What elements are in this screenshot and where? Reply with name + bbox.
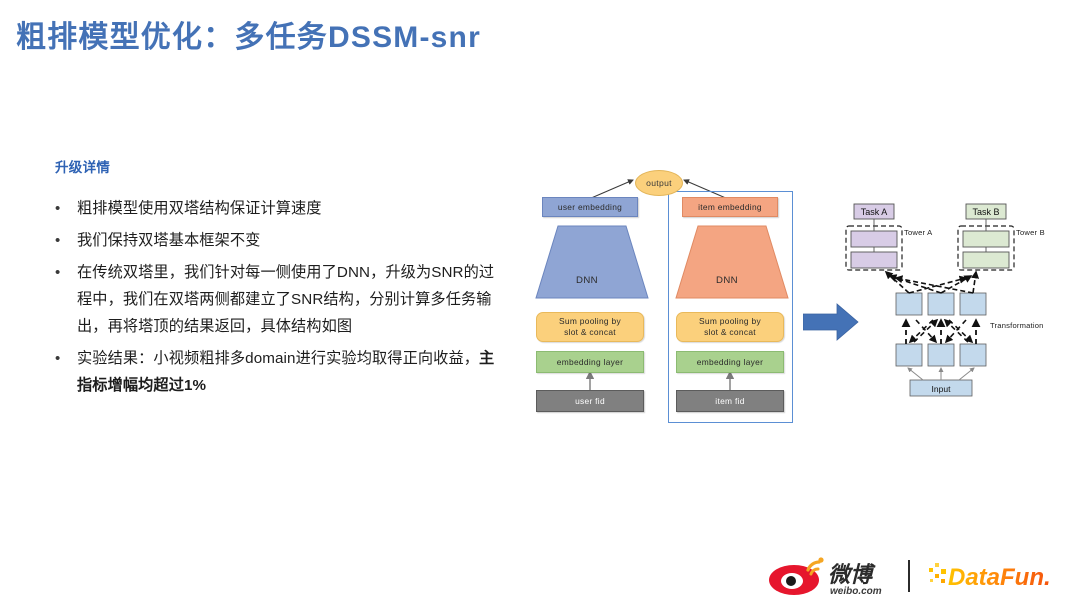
svg-text:微博: 微博: [828, 562, 876, 587]
item-dnn-trapezoid: [675, 225, 789, 299]
bullet-marker: •: [55, 350, 61, 367]
svg-text:DataFun.: DataFun.: [948, 564, 1051, 591]
svg-text:weibo.com: weibo.com: [830, 586, 882, 597]
node-item-dnn-label: DNN: [716, 275, 738, 286]
list-item: • 实验结果：小视频粗排多domain进行实验均取得正向收益，主指标增幅均超过1…: [55, 345, 505, 399]
label-transformation: Transformation: [990, 321, 1044, 330]
node-item-embedding-layer: embedding layer: [676, 351, 784, 373]
node-item-fid: item fid: [676, 390, 784, 412]
bullet-text: 粗排模型使用双塔结构保证计算速度: [77, 200, 322, 217]
footer-divider: [908, 560, 910, 592]
node-user-sum-pooling: Sum pooling by slot & concat: [536, 312, 644, 342]
snr-structure-diagram: Task A Task B Input Tower A Tower B Tran…: [838, 198, 1053, 398]
bullet-marker: •: [55, 264, 61, 281]
datafun-logo-svg: DataFun.: [929, 563, 1051, 591]
bullet-text: 我们保持双塔基本框架不变: [77, 232, 261, 249]
dssm-architecture-diagram: output user embedding DNN Sum pooling by…: [520, 160, 810, 440]
bullet-marker: •: [55, 200, 61, 217]
bullet-text-plain: 实验结果：小视频粗排多domain进行实验均取得正向收益，: [77, 350, 480, 367]
page-title: 粗排模型优化：多任务DSSM-snr: [16, 21, 481, 54]
svg-text:Task B: Task B: [972, 207, 999, 217]
node-output: output: [635, 170, 683, 196]
node-item-embedding: item embedding: [682, 197, 778, 217]
bullet-list: • 粗排模型使用双塔结构保证计算速度 • 我们保持双塔基本框架不变 • 在传统双…: [55, 195, 505, 404]
node-user-fid: user fid: [536, 390, 644, 412]
footer: 微博 weibo.com DataFun.: [0, 554, 1080, 602]
item-pooling-line1: Sum pooling by: [699, 316, 761, 326]
node-user-dnn-label: DNN: [576, 275, 598, 286]
bullet-text-emphasis: 主指标增幅均超过1%: [77, 350, 495, 394]
bullet-text: 实验结果：小视频粗排多domain进行实验均取得正向收益，主指标增幅均超过1%: [77, 345, 505, 399]
svg-text:Task A: Task A: [861, 207, 888, 217]
transition-arrow-icon: [803, 303, 859, 341]
list-item: • 粗排模型使用双塔结构保证计算速度: [55, 195, 505, 222]
item-pooling-line2: slot & concat: [704, 327, 756, 337]
datafun-logo: DataFun.: [928, 558, 1068, 603]
node-user-embedding: user embedding: [542, 197, 638, 217]
node-item-sum-pooling: Sum pooling by slot & concat: [676, 312, 784, 342]
weibo-logo-svg: 微博 weibo.com: [769, 557, 882, 597]
bullet-text: 在传统双塔里，我们针对每一侧使用了DNN，升级为SNR的过程中，我们在双塔两侧都…: [77, 264, 495, 335]
item-tower-highlight-box: [668, 191, 793, 423]
list-item: • 在传统双塔里，我们针对每一侧使用了DNN，升级为SNR的过程中，我们在双塔两…: [55, 259, 505, 340]
svg-text:Input: Input: [932, 384, 952, 394]
user-dnn-trapezoid: [535, 225, 649, 299]
node-user-embedding-layer: embedding layer: [536, 351, 644, 373]
user-pooling-line1: Sum pooling by: [559, 316, 621, 326]
weibo-logo: 微博 weibo.com: [766, 556, 896, 603]
user-pooling-line2: slot & concat: [564, 327, 616, 337]
section-heading: 升级详情: [55, 160, 111, 175]
label-tower-b: Tower B: [1016, 228, 1045, 237]
label-tower-a: Tower A: [904, 228, 933, 237]
snr-diagram-svg: Task A Task B Input: [845, 203, 1015, 397]
bullet-marker: •: [55, 232, 61, 249]
list-item: • 我们保持双塔基本框架不变: [55, 227, 505, 254]
